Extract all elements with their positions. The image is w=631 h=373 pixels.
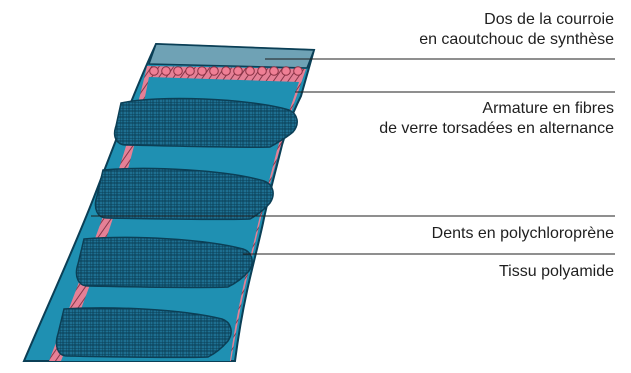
belt-teeth: [55, 97, 298, 359]
cords-label: Armature en fibres de verre torsadées en…: [379, 99, 614, 139]
teeth-label: Dents en polychloroprène: [432, 224, 614, 244]
back-label: Dos de la courroie en caoutchouc de synt…: [419, 10, 614, 50]
cords-label-line-2: de verre torsadées en alternance: [379, 120, 614, 137]
fabric-label: Tissu polyamide: [499, 262, 614, 282]
tooth-2: [94, 167, 274, 221]
belt-back-layer: [147, 43, 316, 69]
teeth-label-line-1: Dents en polychloroprène: [431, 225, 614, 242]
tooth-4: [55, 307, 232, 359]
tooth-1: [113, 97, 298, 149]
cord-row: [149, 66, 303, 76]
cords-label-line-1: Armature en fibres: [482, 100, 614, 117]
back-label-line-1: Dos de la courroie: [484, 11, 614, 28]
back-label-line-2: en caoutchouc de synthèse: [419, 31, 614, 48]
fabric-label-line-1: Tissu polyamide: [498, 263, 614, 280]
tooth-3: [75, 236, 253, 289]
